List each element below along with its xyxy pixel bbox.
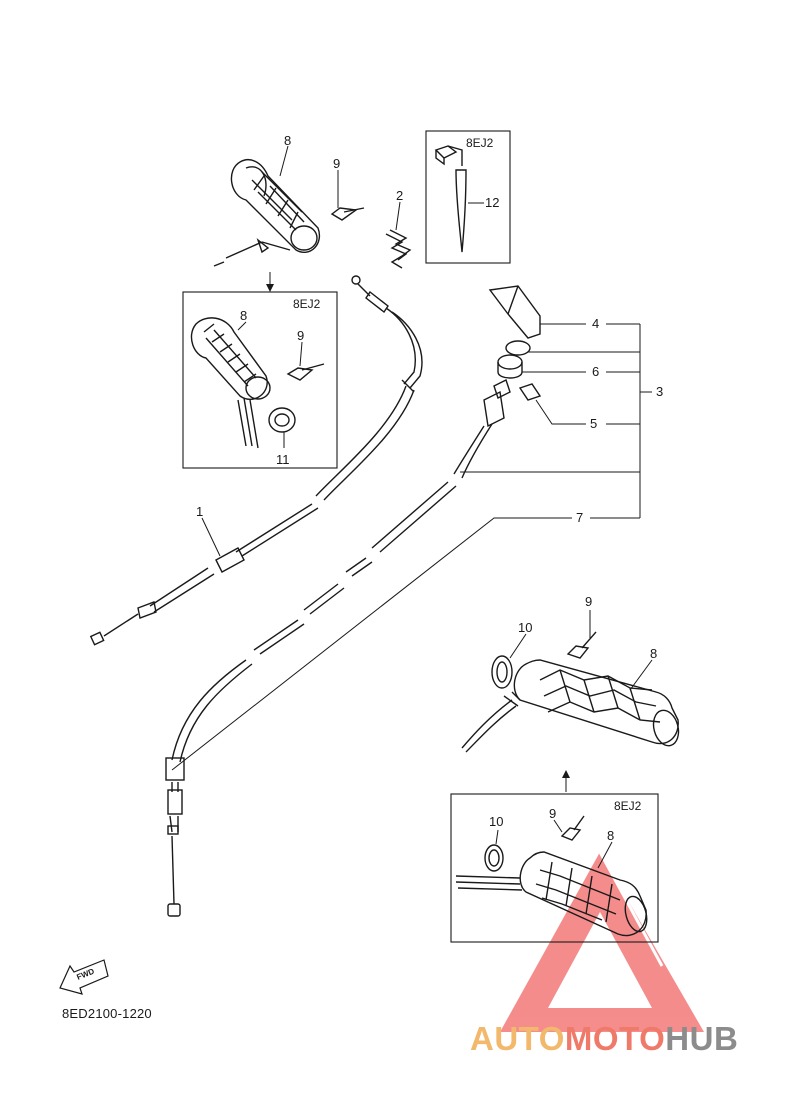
callout-8-left: 8	[240, 308, 247, 323]
part-12-band	[434, 145, 467, 253]
callout-9-right: 9	[585, 594, 592, 609]
watermark-auto: AUTO	[470, 1020, 565, 1057]
leader-lines-right	[171, 323, 652, 771]
callout-3: 3	[656, 384, 663, 399]
cable-1	[89, 275, 423, 646]
callout-8-top: 8	[284, 133, 291, 148]
callout-7: 7	[576, 510, 583, 525]
grip-top-left	[213, 158, 321, 267]
grip-left-inset	[190, 317, 271, 449]
grip-right	[461, 659, 680, 753]
callout-8-bottom: 8	[607, 828, 614, 843]
part-5-pin	[518, 383, 542, 401]
inset-label-bottom: 8EJ2	[614, 799, 642, 813]
watermark-hub: HUB	[665, 1020, 739, 1057]
callout-10-right: 10	[518, 620, 532, 635]
inset-box-bottom	[450, 793, 659, 943]
callout-12: 12	[485, 195, 499, 210]
part-2-clip	[385, 229, 412, 269]
inset-label-top: 8EJ2	[466, 136, 494, 150]
collar-10-bottom	[484, 844, 504, 872]
collar-11	[268, 407, 296, 433]
callout-4: 4	[592, 316, 599, 331]
part-4-bracket	[488, 285, 541, 339]
bolt-9-left	[286, 363, 325, 381]
callout-10-bottom: 10	[489, 814, 503, 829]
collar-10-right	[491, 655, 513, 689]
callout-6: 6	[592, 364, 599, 379]
callout-1: 1	[196, 504, 203, 519]
inset-box-top	[425, 130, 511, 264]
grip-bottom-inset	[455, 851, 648, 937]
inset-label-left: 8EJ2	[293, 297, 321, 311]
cable-7	[165, 379, 511, 917]
callout-9-left: 9	[297, 328, 304, 343]
callout-11: 11	[276, 452, 290, 467]
bolt-9-right	[566, 631, 597, 659]
watermark-logo: AUTOMOTOHUB	[470, 1020, 792, 1060]
bolt-9-top	[330, 207, 365, 221]
callout-8-right: 8	[650, 646, 657, 661]
watermark-triangle	[500, 851, 704, 1032]
callout-5: 5	[590, 416, 597, 431]
callout-9-bottom: 9	[549, 806, 556, 821]
bolt-9-bottom	[560, 815, 585, 841]
watermark-moto: MOTO	[564, 1020, 666, 1057]
inset-box-left	[182, 291, 338, 469]
part-6-ring	[497, 340, 531, 379]
diagram-part-code: 8ED2100-1220	[62, 1006, 152, 1021]
callout-9-top: 9	[333, 156, 340, 171]
callout-2: 2	[396, 188, 403, 203]
fwd-arrow-icon: FWD	[59, 959, 109, 995]
